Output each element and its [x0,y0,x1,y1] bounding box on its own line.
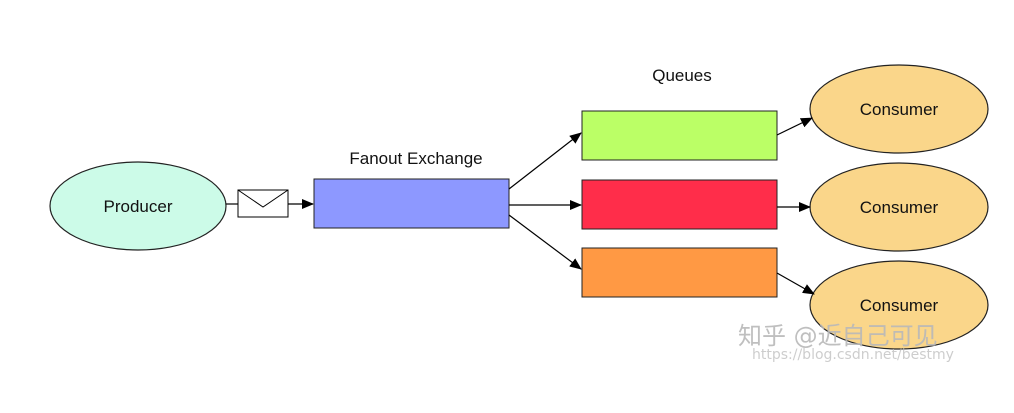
exchange-heading: Fanout Exchange [349,149,482,168]
queue-orange [581,247,778,298]
consumer-node-3 [809,260,989,350]
fanout-exchange-box [313,178,510,229]
message-envelope-icon [237,189,289,218]
watermark-line-1: 知乎 @近自己可见 [738,322,938,350]
queue-red [581,179,778,230]
consumer-label-2: Consumer [860,198,939,217]
exchange-to-queue1-arrow [508,132,582,190]
consumer-label-3: Consumer [860,296,939,315]
watermark-line-2: https://blog.csdn.net/bestmy [752,347,954,363]
queue3-to-consumer3-arrow [776,272,815,295]
producer-label: Producer [104,197,173,216]
exchange-to-queue3-arrow [508,214,582,270]
queues-heading: Queues [652,66,712,85]
consumer-node-1 [809,64,989,154]
queue-green [581,110,778,161]
producer-node [49,161,227,251]
queue1-to-consumer1-arrow [776,117,813,136]
consumer-label-1: Consumer [860,100,939,119]
